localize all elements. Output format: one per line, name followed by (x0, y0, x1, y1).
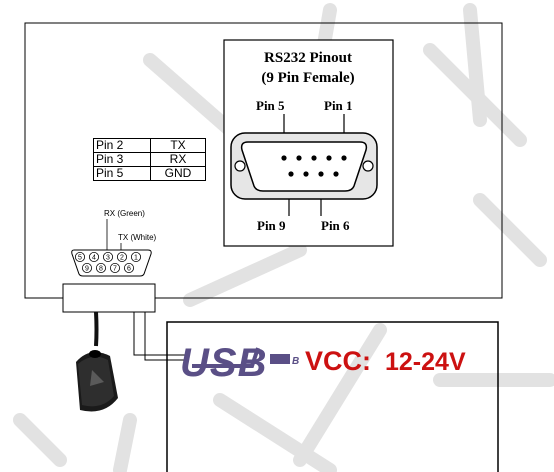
tx-label: TX (White) (118, 233, 157, 242)
signal-cell: RX (150, 152, 206, 167)
small-pin-circle (124, 262, 135, 273)
pinout-title-line1: RS232 Pinout (264, 50, 352, 66)
small-pin-number: 6 (127, 266, 131, 273)
pin-assignment-table: Pin 2 TX Pin 3 RX Pin 5 GND (93, 138, 206, 181)
small-pin-number: 3 (106, 255, 110, 262)
puck-cable (94, 311, 99, 347)
usb-trident-icon: B (192, 347, 299, 368)
table-row: Pin 3 RX (93, 152, 206, 167)
small-db9-connector: 5 4 3 2 1 9 8 7 6 (71, 249, 152, 277)
cable-connector-box (62, 283, 156, 313)
label-pin5: Pin 5 (256, 98, 285, 113)
pin-cell: Pin 2 (93, 138, 151, 153)
usb-cable (133, 312, 185, 356)
small-pin-circle (110, 262, 121, 273)
table-row: Pin 2 TX (93, 138, 206, 153)
label-pin1: Pin 1 (324, 98, 353, 113)
usb-cable-2 (144, 312, 185, 361)
small-pin-number: 7 (113, 266, 117, 273)
small-pin-number: 2 (120, 255, 124, 262)
small-pin-circle (96, 262, 107, 273)
pin-cell: Pin 5 (93, 166, 151, 181)
lower-box (166, 321, 499, 472)
small-pin-circle (89, 251, 100, 262)
label-pin9: Pin 9 (257, 218, 286, 233)
pin-cell: Pin 3 (93, 152, 151, 167)
gps-puck-icon (76, 350, 118, 412)
small-pin-number: 5 (78, 255, 82, 262)
signal-cell: TX (150, 138, 206, 153)
small-pin-circle (75, 251, 86, 262)
small-pins-bottom: 9 8 7 6 (82, 262, 135, 273)
vcc-label: VCC: (305, 346, 371, 376)
small-pin-number: 9 (85, 266, 89, 273)
table-row: Pin 5 GND (93, 166, 206, 181)
small-pin-number: 4 (92, 255, 96, 262)
pinout-title-line2: (9 Pin Female) (261, 70, 354, 86)
small-pin-circle (117, 251, 128, 262)
small-pin-circle (130, 251, 141, 262)
svg-text:B: B (292, 356, 299, 367)
small-pin-circle (82, 262, 93, 273)
label-pin6: Pin 6 (321, 218, 350, 233)
small-pin-number: 1 (134, 255, 138, 262)
small-pin-number: 8 (99, 266, 103, 273)
small-pin-circle (103, 251, 114, 262)
db9-connector (230, 132, 378, 200)
rx-label: RX (Green) (104, 209, 145, 218)
signal-cell: GND (150, 166, 206, 181)
device-outline (24, 22, 503, 299)
small-pins-top: 5 4 3 2 1 (75, 251, 141, 262)
vcc-range: 12-24V (385, 348, 466, 376)
